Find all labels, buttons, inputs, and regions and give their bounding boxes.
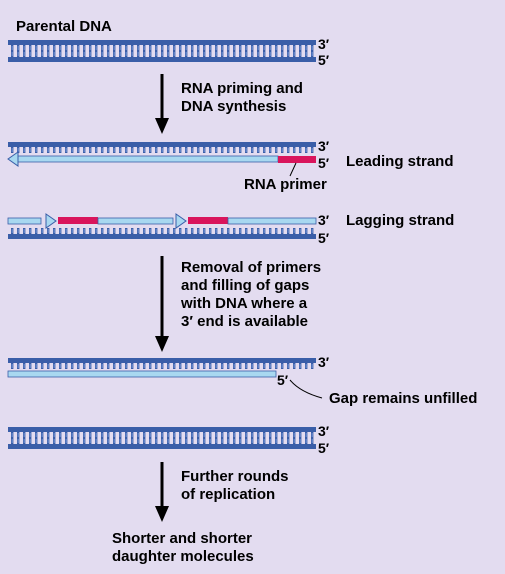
step-priming-line1: RNA priming and — [181, 80, 303, 97]
end-label-5prime-row4: 5′ — [277, 372, 289, 388]
filled-new-strand — [7, 370, 277, 378]
label-gap-remains: Gap remains unfilled — [329, 390, 478, 407]
label-lagging-strand: Lagging strand — [346, 212, 455, 229]
end-label-5prime-row5: 5′ — [318, 440, 330, 456]
lagging-fragment-2-arrowhead — [175, 213, 187, 229]
lagging-fragment-2 — [97, 217, 174, 225]
template-strand-after-fill — [8, 358, 316, 369]
end-label-3prime-row1: 3′ — [318, 36, 330, 52]
lagging-fragment-1-arrowhead — [45, 213, 57, 229]
step-removal-line2: and filling of gaps — [181, 277, 310, 294]
end-label-3prime-row4: 3′ — [318, 354, 330, 370]
parental-dna-duplex-bottom — [8, 51, 316, 62]
process-arrow-further-rounds-head — [155, 506, 169, 522]
end-label-3prime-row2: 3′ — [318, 138, 330, 154]
parental-dna-duplex-top — [8, 40, 316, 51]
step-removal-line1: Removal of primers — [181, 259, 322, 276]
step-result-line1: Shorter and shorter — [112, 530, 253, 547]
rna-primer-leading — [278, 156, 316, 163]
step-further-line1: Further rounds — [181, 468, 289, 485]
lagging-fragment-3 — [227, 217, 317, 225]
end-label-5prime-row1: 5′ — [318, 52, 330, 68]
daughter-duplex-shorter-top — [8, 427, 316, 438]
lagging-template-strand — [8, 228, 316, 239]
leading-strand-arrowhead — [7, 151, 19, 167]
step-result-line2: daughter molecules — [112, 548, 254, 565]
process-arrow-removal-head — [155, 336, 169, 352]
rna-primer-lagging-1 — [58, 217, 98, 224]
rna-primer-lagging-2 — [188, 217, 228, 224]
step-further-line2: of replication — [181, 486, 276, 503]
step-removal-line3: with DNA where a — [181, 295, 308, 312]
step-removal-line4: 3′ end is available — [181, 313, 308, 330]
label-leading-strand: Leading strand — [346, 153, 454, 170]
label-rna-primer: RNA primer — [244, 176, 327, 193]
end-label-3prime-row5: 3′ — [318, 423, 330, 439]
end-label-3prime-row3: 3′ — [318, 212, 330, 228]
leading-new-strand — [17, 155, 279, 163]
step-priming-line2: DNA synthesis — [181, 98, 287, 115]
daughter-duplex-shorter-bottom — [8, 438, 316, 449]
lagging-fragment-1 — [7, 217, 42, 225]
title-parental-dna: Parental DNA — [16, 18, 112, 35]
gap-pointer-line — [289, 379, 323, 399]
leading-template-strand — [8, 142, 316, 153]
rna-primer-pointer-line — [289, 162, 297, 177]
process-arrow-priming-head — [155, 118, 169, 134]
end-label-5prime-row3: 5′ — [318, 230, 330, 246]
end-label-5prime-row2: 5′ — [318, 155, 330, 171]
